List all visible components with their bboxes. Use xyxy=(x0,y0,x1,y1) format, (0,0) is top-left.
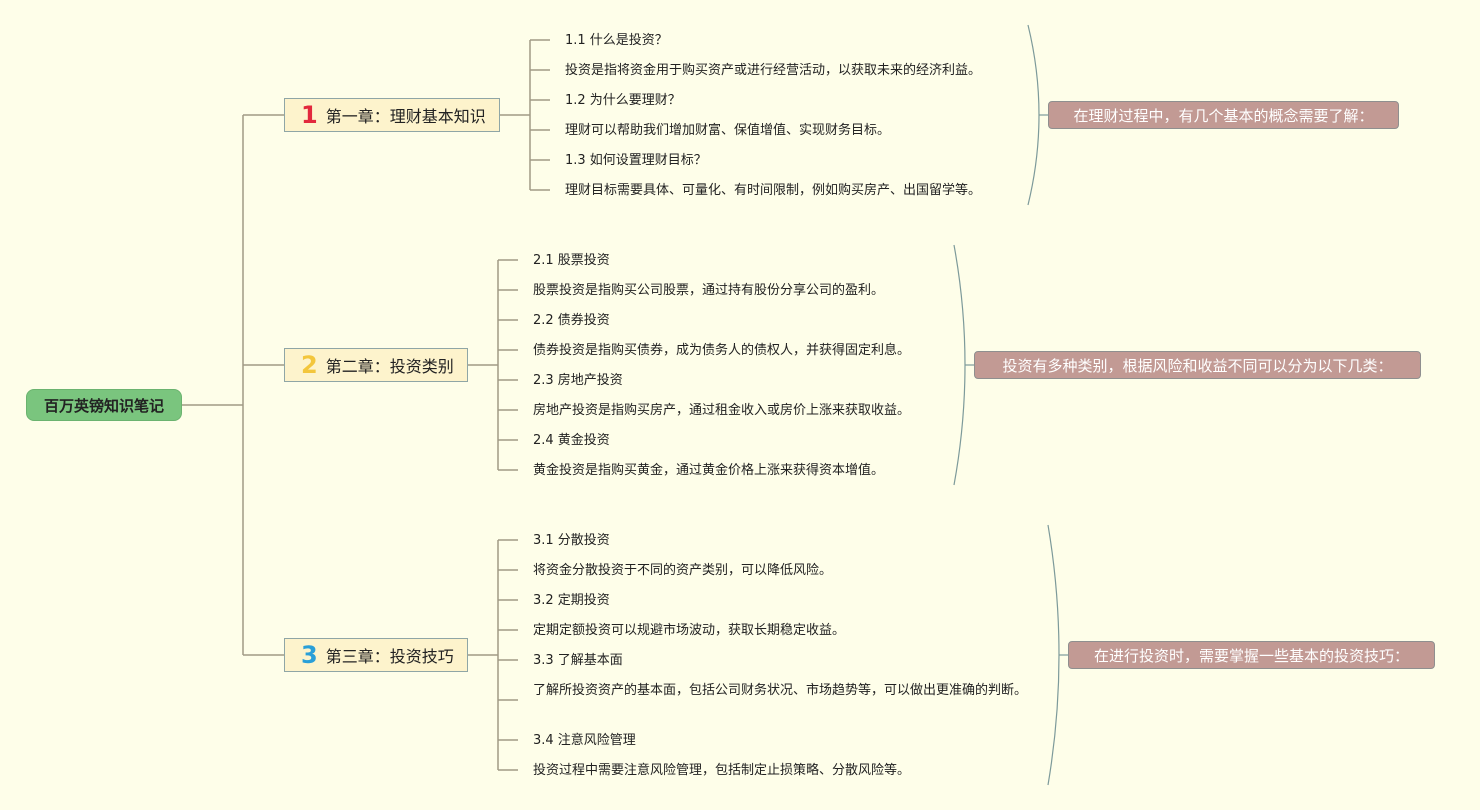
chapter-3-brace xyxy=(1047,524,1060,786)
chapter-3-item[interactable]: 将资金分散投资于不同的资产类别，可以降低风险。 xyxy=(533,563,833,578)
chapter-1-summary-label: 在理财过程中，有几个基本的概念需要了解： xyxy=(1073,106,1374,125)
chapter-1-item[interactable]: 1.2 为什么要理财？ xyxy=(565,93,681,108)
chapter-1-item[interactable]: 理财目标需要具体、可量化、有时间限制，例如购买房产、出国留学等。 xyxy=(565,183,982,198)
chapter-2-brace xyxy=(953,244,966,486)
chapter-1-topic[interactable]: 1 第一章：理财基本知识 xyxy=(284,98,500,132)
chapter-1-item-ticks xyxy=(530,39,550,191)
chapter-2-item[interactable]: 股票投资是指购买公司股票，通过持有股份分享公司的盈利。 xyxy=(533,283,885,298)
chapter-2-item[interactable]: 房地产投资是指购买房产，通过租金收入或房价上涨来获取收益。 xyxy=(533,403,911,418)
chapter-2-summary-label: 投资有多种类别，根据风险和收益不同可以分为以下几类： xyxy=(1002,356,1393,375)
chapter-3-summary[interactable]: 在进行投资时，需要掌握一些基本的投资技巧： xyxy=(1068,641,1435,669)
chapter-1-brace xyxy=(1027,24,1040,206)
root-topic-label: 百万英镑知识笔记 xyxy=(43,396,164,415)
chapter-2-label: 第二章：投资类别 xyxy=(325,357,454,376)
root-topic[interactable]: 百万英镑知识笔记 xyxy=(26,389,182,421)
chapter-3-item[interactable]: 定期定额投资可以规避市场波动，获取长期稳定收益。 xyxy=(533,623,846,638)
chapter-3-label: 第三章：投资技巧 xyxy=(325,647,454,666)
chapter-2-topic[interactable]: 2 第二章：投资类别 xyxy=(284,348,468,382)
chapter-2-item[interactable]: 2.4 黄金投资 xyxy=(533,433,610,448)
chapter-3-item[interactable]: 了解所投资资产的基本面，包括公司财务状况、市场趋势等，可以做出更准确的判断。 xyxy=(533,683,1028,698)
chapter-2-item[interactable]: 2.3 房地产投资 xyxy=(533,373,623,388)
chapter-3-item[interactable]: 3.4 注意风险管理 xyxy=(533,733,636,748)
chapter-3-item[interactable]: 3.3 了解基本面 xyxy=(533,653,623,668)
chapter-2-item-ticks xyxy=(498,259,518,471)
chapter-1-item[interactable]: 1.3 如何设置理财目标？ xyxy=(565,153,707,168)
chapter-2-item[interactable]: 2.2 债券投资 xyxy=(533,313,610,328)
chapter-2-item[interactable]: 债券投资是指购买债券，成为债务人的债权人，并获得固定利息。 xyxy=(533,343,911,358)
chapter-3-item-ticks xyxy=(498,539,518,771)
chapter-1-item[interactable]: 投资是指将资金用于购买资产或进行经营活动，以获取未来的经济利益。 xyxy=(565,63,982,78)
chapter-1-item[interactable]: 理财可以帮助我们增加财富、保值增值、实现财务目标。 xyxy=(565,123,891,138)
chapter-2-item[interactable]: 2.1 股票投资 xyxy=(533,253,610,268)
chapter-2-summary[interactable]: 投资有多种类别，根据风险和收益不同可以分为以下几类： xyxy=(974,351,1421,379)
chapter-1-number-icon: 1 xyxy=(301,101,318,129)
chapter-3-item[interactable]: 3.1 分散投资 xyxy=(533,533,610,548)
chapter-3-topic[interactable]: 3 第三章：投资技巧 xyxy=(284,638,468,672)
chapter-2-item[interactable]: 黄金投资是指购买黄金，通过黄金价格上涨来获得资本增值。 xyxy=(533,463,885,478)
chapter-1-item[interactable]: 1.1 什么是投资？ xyxy=(565,33,668,48)
chapter-3-summary-label: 在进行投资时，需要掌握一些基本的投资技巧： xyxy=(1093,646,1409,665)
chapter-3-item[interactable]: 3.2 定期投资 xyxy=(533,593,610,608)
chapter-1-summary[interactable]: 在理财过程中，有几个基本的概念需要了解： xyxy=(1048,101,1399,129)
chapter-3-number-icon: 3 xyxy=(301,641,318,669)
chapter-1-label: 第一章：理财基本知识 xyxy=(325,107,486,126)
chapter-2-number-icon: 2 xyxy=(301,351,318,379)
chapter-3-item[interactable]: 投资过程中需要注意风险管理，包括制定止损策略、分散风险等。 xyxy=(533,763,911,778)
